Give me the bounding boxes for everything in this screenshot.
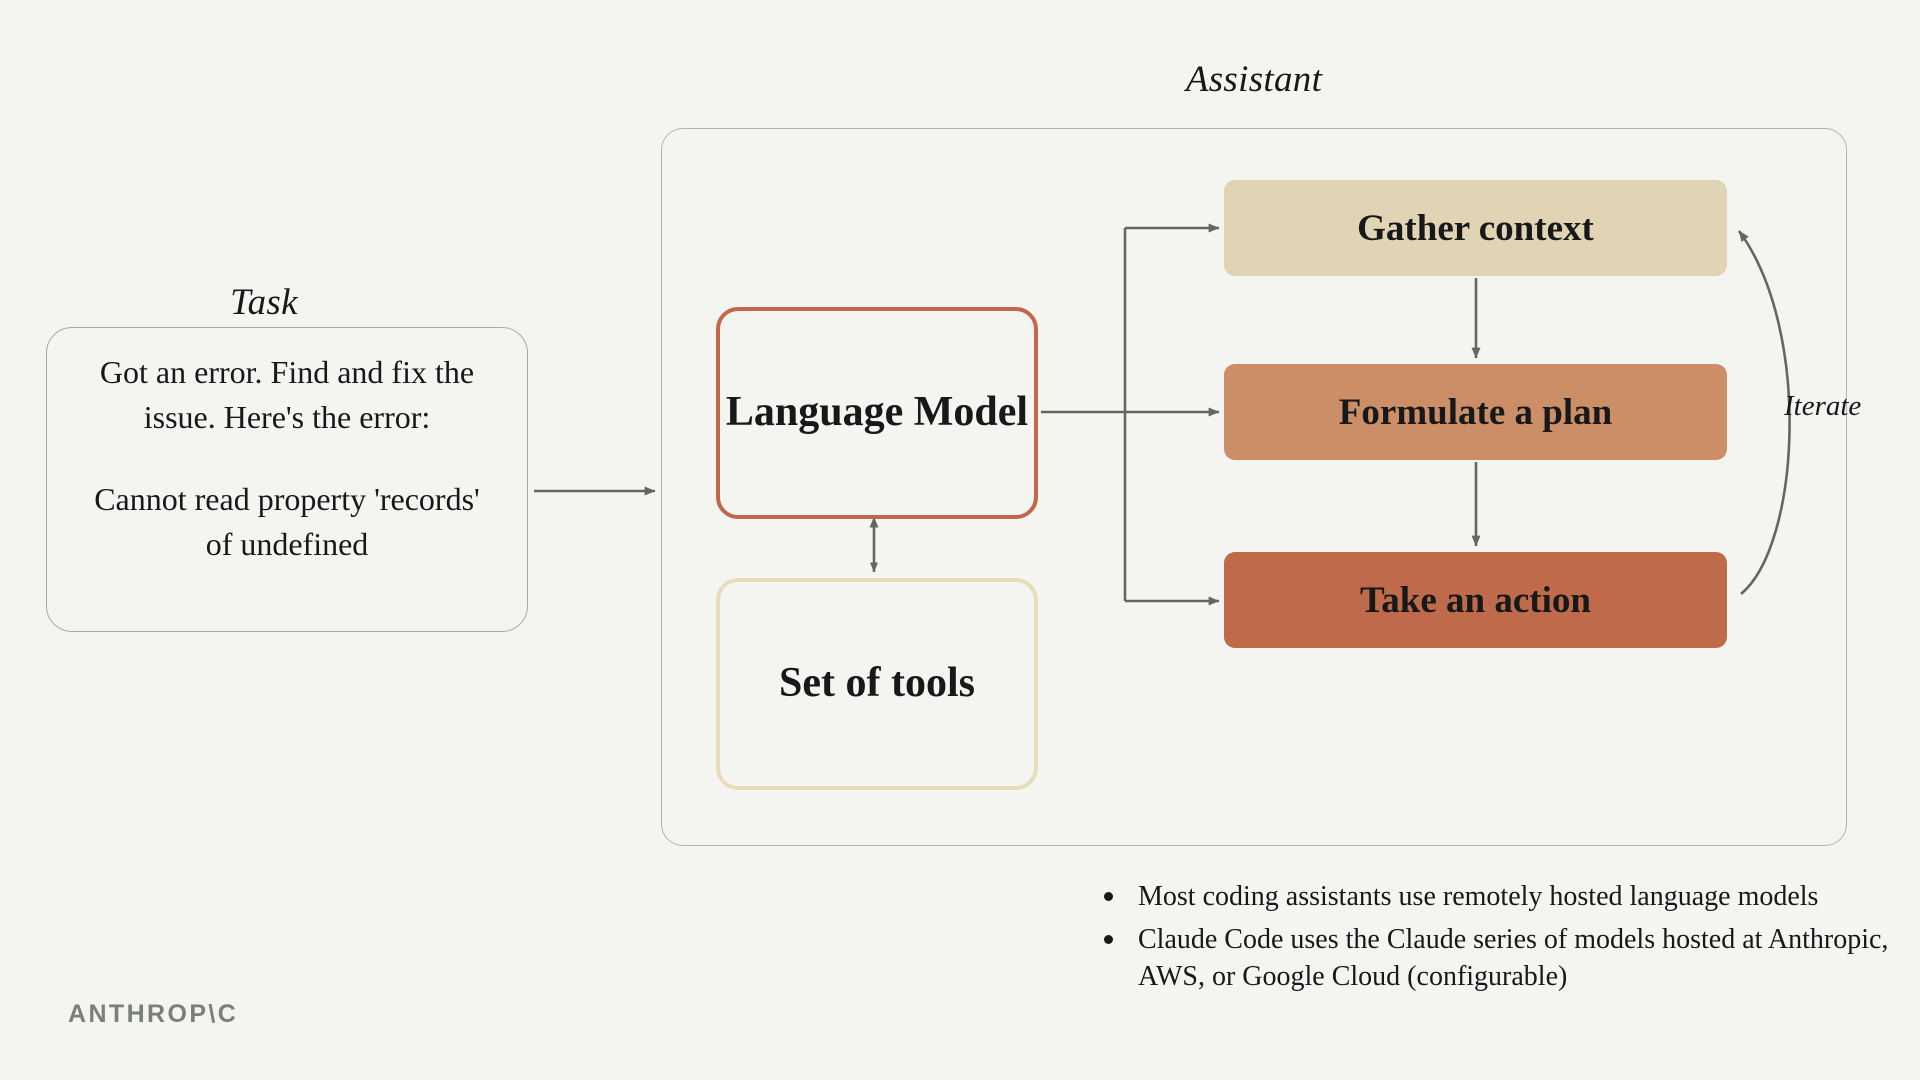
loop-step-take-an-action: Take an action <box>1224 552 1727 648</box>
language-model-node: Language Model <box>716 307 1038 519</box>
task-instruction-text: Got an error. Find and fix the issue. He… <box>99 354 475 436</box>
list-item: Claude Code uses the Claude series of mo… <box>1100 921 1900 995</box>
assistant-container <box>661 128 1847 846</box>
task-card: Got an error. Find and fix the issue. He… <box>46 327 528 632</box>
list-item: Most coding assistants use remotely host… <box>1100 878 1900 915</box>
note-text: Claude Code uses the Claude series of mo… <box>1138 924 1889 993</box>
set-of-tools-node: Set of tools <box>716 578 1038 790</box>
bullet-dot-icon <box>1104 892 1113 901</box>
task-caption: Task <box>230 282 298 323</box>
iterate-label: Iterate <box>1784 390 1862 422</box>
loop-step-formulate-a-plan: Formulate a plan <box>1224 364 1727 460</box>
task-error-text: Cannot read property 'records' of undefi… <box>94 480 480 563</box>
bullet-dot-icon <box>1104 935 1113 945</box>
note-text: Most coding assistants use remotely host… <box>1138 881 1819 912</box>
loop-step-gather-context: Gather context <box>1224 180 1727 276</box>
assistant-caption: Assistant <box>1185 59 1323 100</box>
notes-list: Most coding assistants use remotely host… <box>1100 878 1900 1002</box>
anthropic-wordmark: ANTHROP\C <box>68 1000 239 1028</box>
